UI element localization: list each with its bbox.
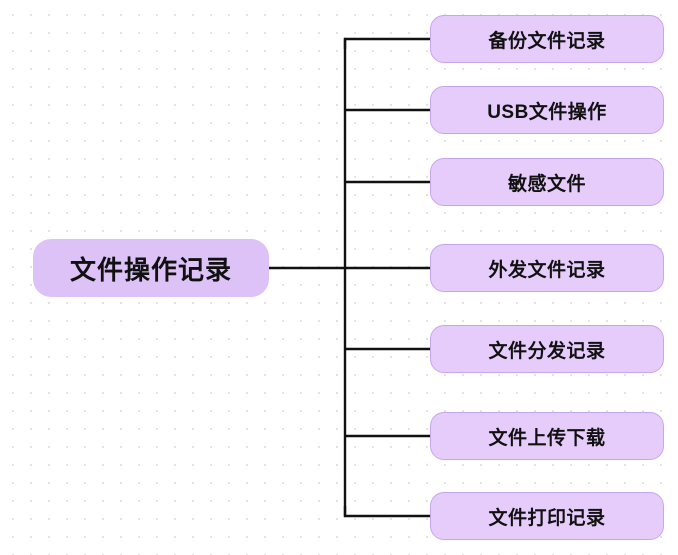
leaf-node-label: 文件打印记录 <box>488 507 606 529</box>
leaf-node-backup-file-records[interactable]: 备份文件记录 <box>430 15 664 63</box>
leaf-node-file-print-records[interactable]: 文件打印记录 <box>430 492 664 540</box>
leaf-node-label: 文件分发记录 <box>488 340 606 362</box>
leaf-node-label: 外发文件记录 <box>488 259 606 281</box>
leaf-node-label: 备份文件记录 <box>488 30 606 52</box>
root-node-label: 文件操作记录 <box>69 254 232 285</box>
leaf-node-file-upload-download[interactable]: 文件上传下载 <box>430 412 664 460</box>
leaf-node-usb-file-operations[interactable]: USB文件操作 <box>430 86 664 134</box>
leaf-node-label: USB文件操作 <box>487 101 607 123</box>
leaf-node-outgoing-file-records[interactable]: 外发文件记录 <box>430 244 664 292</box>
leaf-node-label: 敏感文件 <box>507 173 586 195</box>
leaf-node-file-distribution-records[interactable]: 文件分发记录 <box>430 325 664 373</box>
leaf-node-sensitive-files[interactable]: 敏感文件 <box>430 158 664 206</box>
root-node[interactable]: 文件操作记录 <box>33 239 269 297</box>
leaf-node-label: 文件上传下载 <box>488 427 606 449</box>
